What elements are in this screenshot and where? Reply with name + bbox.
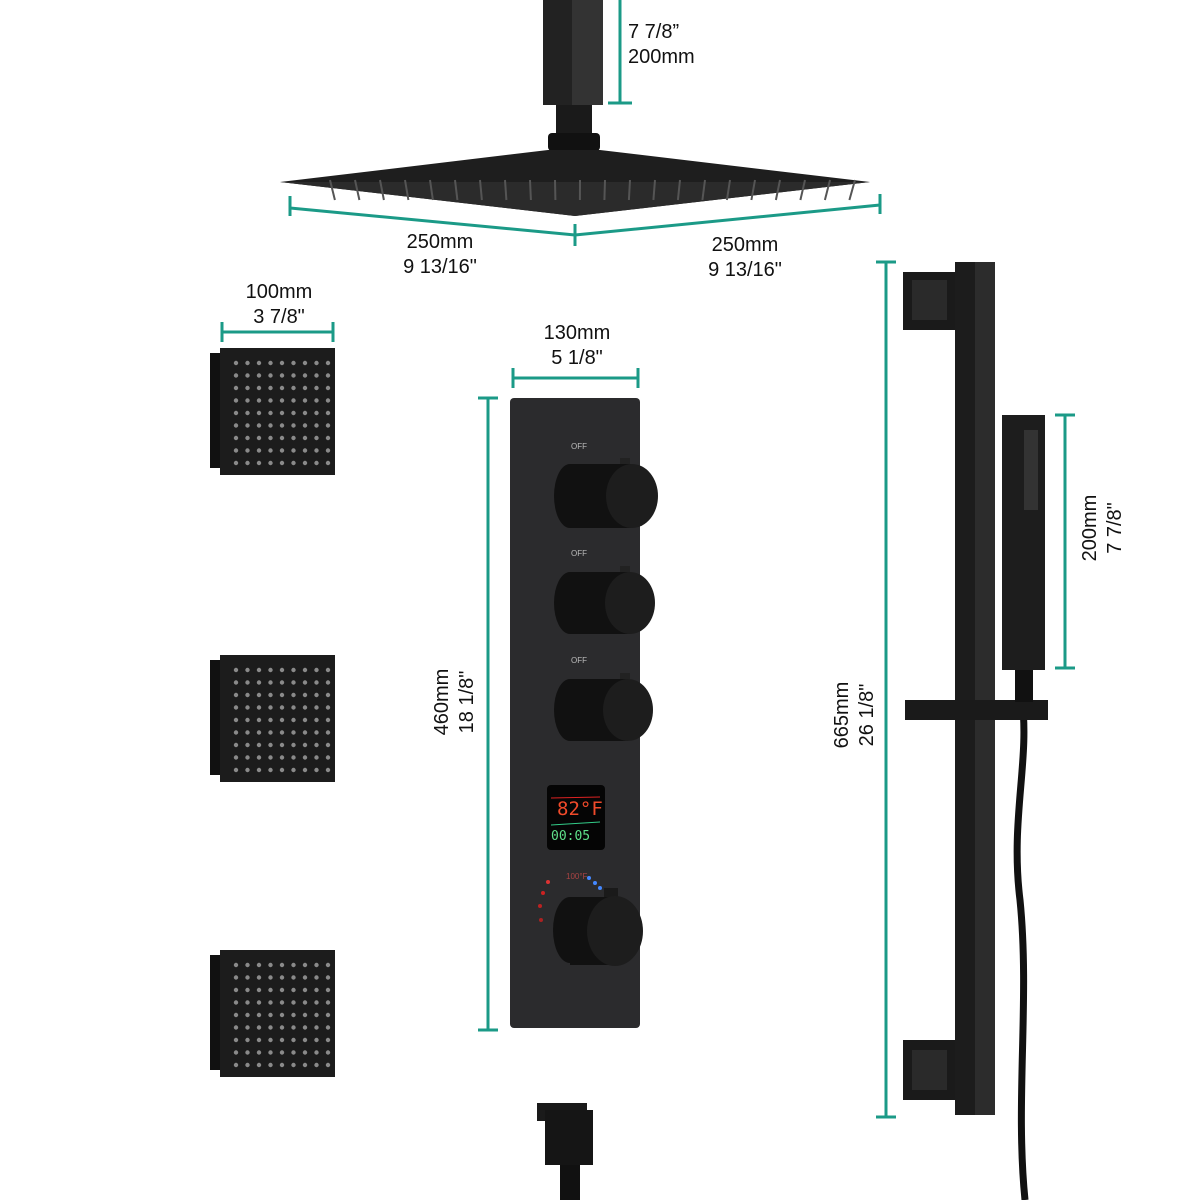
arm-connector bbox=[556, 105, 592, 135]
display-timer: 00:05 bbox=[551, 829, 591, 844]
body-jet-2 bbox=[210, 655, 335, 782]
digital-display bbox=[547, 785, 605, 850]
tub-spout bbox=[537, 1103, 593, 1200]
body-jets bbox=[210, 348, 335, 1077]
knob-2-off-label: OFF bbox=[571, 549, 587, 558]
arm-dimension: 7 7/8”200mm bbox=[628, 21, 695, 68]
thermostat-label: 100°F bbox=[566, 872, 588, 881]
knob-1-off-label: OFF bbox=[571, 442, 587, 451]
dimension-lines bbox=[220, 0, 1075, 1119]
handheld-holder bbox=[905, 700, 1048, 720]
knob-3[interactable] bbox=[554, 673, 653, 741]
knob-1[interactable] bbox=[554, 458, 658, 528]
knob-2[interactable] bbox=[554, 566, 655, 634]
temperature-dots bbox=[538, 876, 602, 922]
knob-3-off-label: OFF bbox=[571, 656, 587, 665]
body-jet-1 bbox=[210, 348, 335, 475]
shower-hose bbox=[1013, 699, 1029, 1200]
body-jet-3 bbox=[210, 950, 335, 1077]
display-temperature: 82°F bbox=[557, 798, 603, 820]
thermostat-knob[interactable] bbox=[553, 888, 643, 966]
handheld-shower[interactable] bbox=[1002, 415, 1045, 670]
nozzle-pattern bbox=[329, 179, 856, 201]
